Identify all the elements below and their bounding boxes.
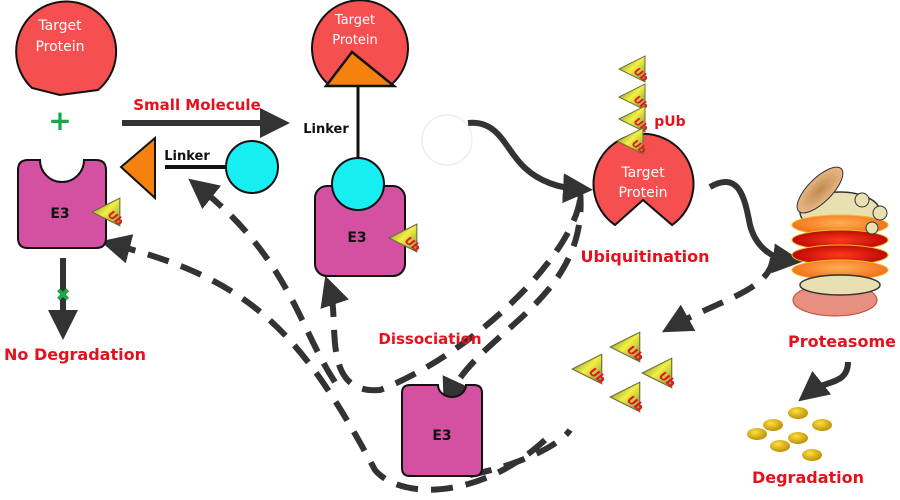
arrow-to-ubiquitination [467,119,593,204]
proteasome-label: Proteasome [788,332,896,351]
ub-free-icon-1 [609,331,642,364]
dashed-arrow-big-loop-to-e3 [100,234,548,493]
ubiquitination-label: Ubiquitination [580,247,709,266]
small-molecule-label: Small Molecule [133,96,261,114]
target-protein-label: Target [37,18,82,34]
dashed-arrow-loop-to-free-e3 [320,199,583,394]
e3-label: E3 [50,206,69,222]
proteasome-icon [791,166,889,317]
ub-chain-icon-3 [618,105,647,134]
target-protein-label-2: Protein [35,39,84,55]
e3-ligase-left: E3 [17,159,122,249]
ubiquitinated-target-protein: Target Protein pUb [592,55,695,227]
plus-icon: + [48,104,71,137]
dashed-arrow-bottom-return [469,428,573,478]
e3-ligand-bound-icon [331,157,385,211]
e3-label: E3 [347,230,366,246]
target-protein-label: Target [334,13,375,28]
arrow-to-proteasome [708,179,803,274]
ub-free-icon-4 [609,381,642,414]
target-protein-left: Target Protein [15,0,118,97]
ghost-ligand-outline [421,114,473,166]
pub-label: pUb [654,114,685,130]
cross-icon: ✖ [55,285,70,306]
free-ub-pool [571,331,674,414]
e3-ligand-circle-icon [225,140,279,194]
target-protein-label-2: Protein [618,185,667,201]
e3-label: E3 [432,428,451,444]
warhead-triangle-icon [119,135,156,201]
linker-label: Linker [303,122,349,137]
arrow-to-degradation [798,361,851,402]
dashed-arrow-to-ub-pool [661,257,776,333]
protac-molecule-free: Linker [119,135,279,201]
target-protein-label: Target [620,165,665,181]
dissociation-label: Dissociation [378,330,481,348]
linker-label: Linker [164,149,210,164]
degradation-label: Degradation [752,468,864,487]
ub-chain-icon-1 [618,55,647,84]
no-degradation-label: No Degradation [4,345,146,364]
ub-free-icon-3 [641,357,674,390]
ternary-complex: Target Protein Linker E3 [303,0,419,277]
ub-free-icon-2 [571,353,604,386]
dashed-arrow-dissociation-to-e3 [442,189,584,409]
degradation-products [747,407,832,461]
target-protein-label-2: Protein [332,33,378,48]
e3-ligase-free: E3 [401,384,483,477]
warhead-triangle-bound-icon [323,50,398,88]
